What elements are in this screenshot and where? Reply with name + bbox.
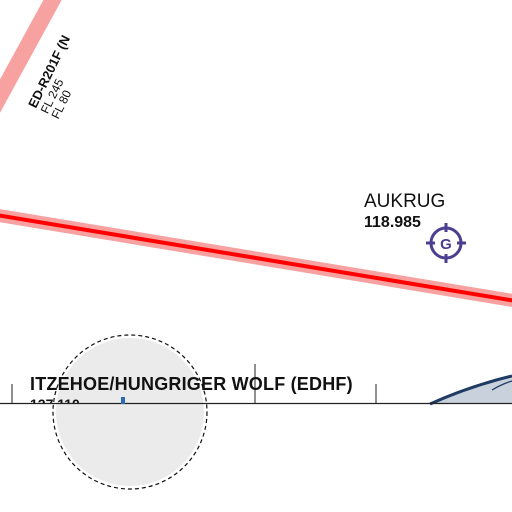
reporting-point-icon[interactable]: G — [426, 223, 466, 263]
controlled-airspace-edge — [429, 374, 512, 406]
frequency-marker — [121, 397, 125, 404]
airport-name[interactable]: ITZEHOE/HUNGRIGER WOLF (EDHF) — [30, 374, 353, 394]
aerodrome-zone-dashed-edge — [52, 334, 208, 490]
svg-text:G: G — [440, 236, 452, 253]
controlled-airspace-inner-edge — [491, 380, 512, 391]
airspace-boundary-line — [0, 213, 512, 303]
controlled-airspace-fill — [430, 376, 512, 404]
airport-frequency: 127.110 — [30, 396, 80, 403]
restricted-area-inner-halo — [0, 0, 57, 104]
reporting-point-frequency: 118.985 — [364, 214, 421, 231]
aerodrome-zone — [50, 332, 210, 492]
reporting-point-name: AUKRUG — [364, 191, 446, 212]
